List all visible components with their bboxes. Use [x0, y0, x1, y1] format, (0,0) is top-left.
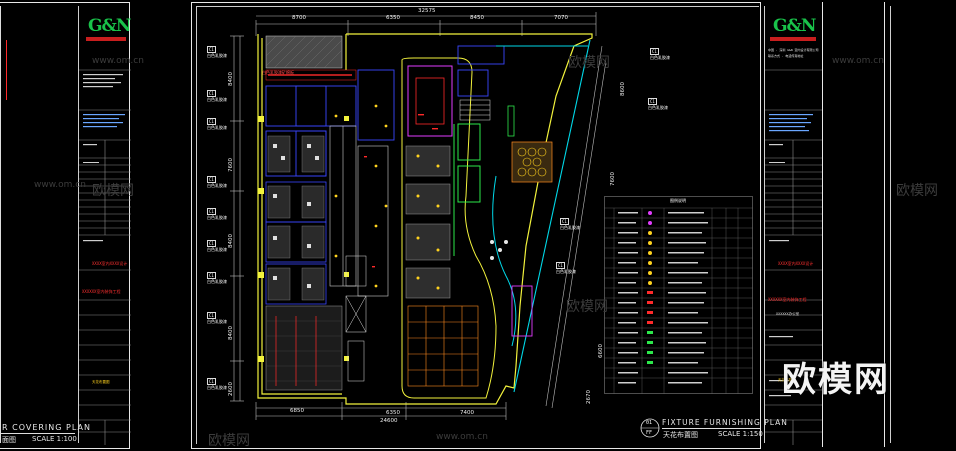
right-dim-1: 8600	[620, 82, 626, 96]
right-project: XXXXXX办公室	[776, 312, 800, 316]
watermark-site-1: www.om.cn	[92, 56, 144, 66]
main-sheet-inner-frame	[196, 6, 759, 444]
right-drawing-title: 天花布置图	[778, 378, 796, 382]
right-logo: G&N	[773, 16, 816, 36]
right-red-note: XXXX室内XXXX设计	[778, 261, 814, 266]
left-red-dash	[6, 40, 7, 100]
left-dim-3: 8400	[228, 234, 234, 248]
watermark-brand-4: 欧模网	[208, 433, 250, 449]
far-right-sheet-inner	[890, 6, 891, 443]
left-logo-bar	[86, 37, 126, 41]
plan-title-cn: 天花布置图	[663, 431, 698, 439]
left-titleblock-lines	[79, 69, 131, 445]
top-dim-total: 32575	[418, 8, 436, 14]
watermark-site-3: www.om.cn	[832, 56, 884, 66]
left-titleblock-border	[78, 6, 79, 443]
watermark-site-4: www.om.cn	[436, 432, 488, 442]
top-dim-4: 7070	[554, 15, 568, 21]
right-dim-4: 2670	[586, 390, 592, 404]
top-dim-2: 6350	[386, 15, 400, 21]
left-logo: G&N	[88, 16, 131, 36]
legend-table	[604, 196, 753, 394]
room-label: 白色乳胶漆矿棉板	[262, 70, 294, 75]
plan-number: 01	[646, 420, 653, 426]
left-plan-title-underline	[0, 433, 75, 434]
main-sheet-frame	[191, 2, 761, 449]
plan-scale: SCALE 1:150	[718, 430, 763, 438]
right-company-line-1: 中国 · 深圳 G&N 室内设计有限公司	[768, 48, 819, 52]
right-titleblock-lines	[765, 69, 822, 445]
plan-title-underline	[662, 428, 760, 429]
left-dim-5: 2600	[228, 382, 234, 396]
bottom-dim-1: 6850	[290, 408, 304, 414]
plan-title-en: FIXTURE FURNISHING PLAN	[662, 418, 788, 427]
left-dim-1: 8400	[228, 72, 234, 86]
watermark-brand-1: 欧模网	[92, 183, 134, 199]
bottom-dim-total: 24600	[380, 418, 398, 424]
watermark-site-2: www.om.cn	[34, 180, 86, 190]
top-dim-1: 8700	[292, 15, 306, 21]
far-right-sheet-edge	[884, 2, 885, 447]
left-dim-4: 8400	[228, 326, 234, 340]
right-company-line-2: 联系方式 · 电话传真地址	[768, 54, 804, 58]
legend-title: 图例说明	[670, 198, 686, 203]
watermark-brand-2: 欧模网	[568, 55, 610, 71]
right-logo-bar	[770, 37, 816, 41]
bottom-dim-3: 7400	[460, 410, 474, 416]
right-titleblock-outer	[822, 2, 823, 447]
left-plan-scale: SCALE 1:100	[32, 435, 77, 443]
left-plan-title: R COVERING PLAN	[2, 423, 91, 432]
floor-plan	[230, 12, 606, 420]
bottom-dim-2: 6350	[386, 410, 400, 416]
left-drawing-title: 天花布置图	[92, 380, 110, 384]
left-dim-2: 7600	[228, 158, 234, 172]
top-dim-3: 8450	[470, 15, 484, 21]
right-dim-2: 7600	[610, 172, 616, 186]
brand-watermark-large: 欧模网	[782, 360, 890, 400]
right-titleblock-border	[764, 6, 765, 443]
plan-number-circle	[640, 418, 660, 438]
left-plan-subtitle: 面图	[2, 436, 16, 444]
plan-sheet-code: FF	[646, 430, 653, 436]
left-sheet-frame	[0, 2, 130, 449]
left-sheet-inner-line	[0, 6, 1, 443]
right-project-red: XXXXXX室内装饰工程	[768, 297, 807, 302]
watermark-brand-3: 欧模网	[896, 183, 938, 199]
watermark-brand-5: 欧模网	[566, 299, 608, 315]
left-red-note: XXXX室内XXXX设计	[92, 261, 128, 266]
left-project-red: XXXXXX室内装饰工程	[82, 289, 121, 294]
